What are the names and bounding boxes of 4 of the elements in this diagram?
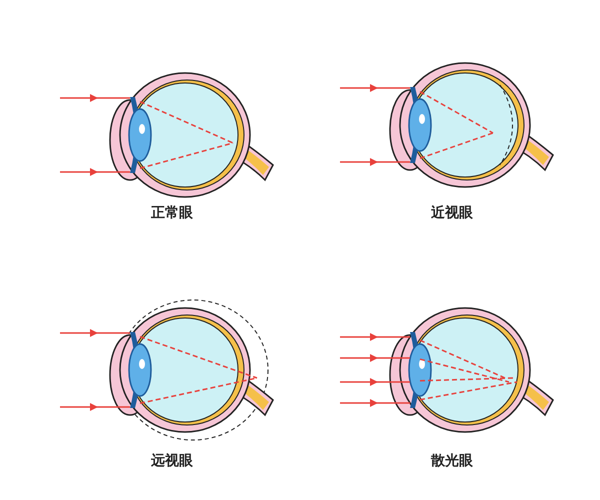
eye-caption: 正常眼 [151, 204, 193, 222]
eye-caption: 散光眼 [431, 452, 473, 470]
eye-caption: 远视眼 [151, 452, 193, 470]
eye-caption: 近视眼 [431, 204, 473, 222]
